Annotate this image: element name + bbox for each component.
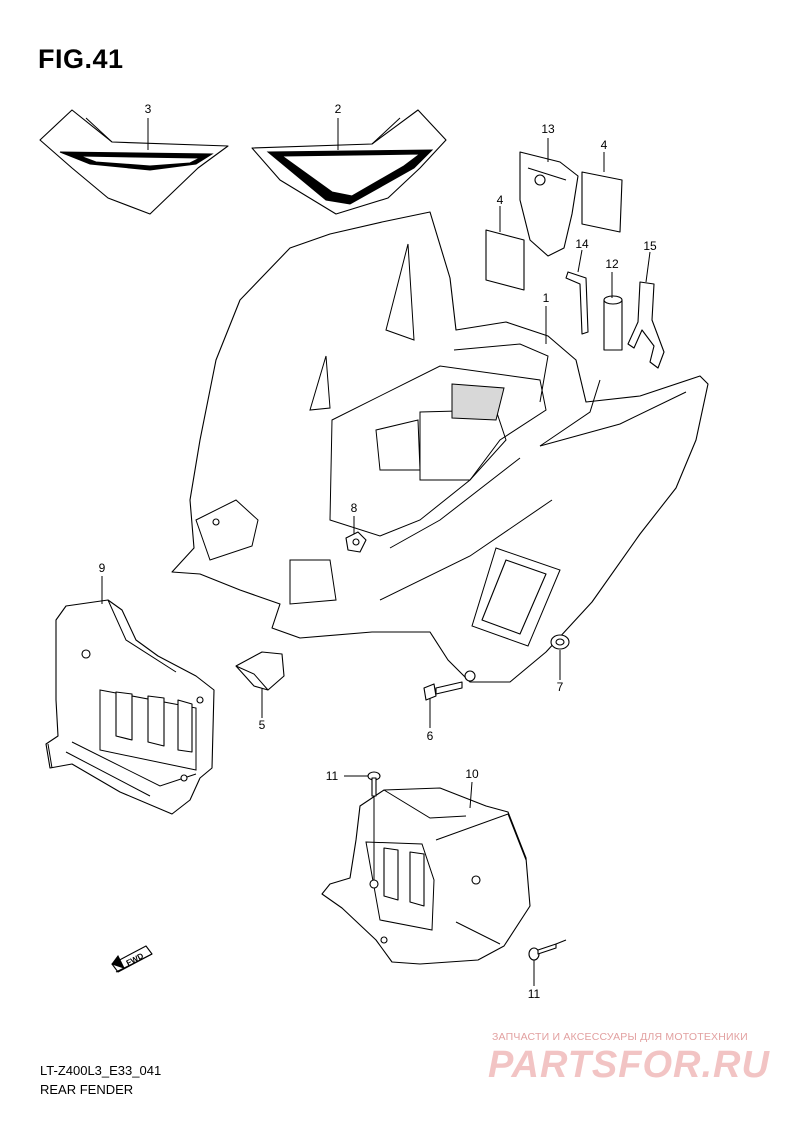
part-9-inner-fender (45, 599, 215, 815)
part-10-inner-guard (321, 787, 531, 965)
callout-15: 15 (643, 239, 657, 253)
part-2-right-decal (251, 109, 447, 215)
watermark-brand: PARTSFOR.RU (488, 1044, 770, 1086)
part-13-tool-bag (519, 151, 579, 257)
figure-title: FIG.41 (38, 44, 124, 74)
part-1-rear-fender (171, 211, 709, 683)
part-3-left-decal (39, 109, 229, 215)
part-12-tool-cylinder (603, 295, 623, 351)
callout-10: 10 (465, 767, 479, 781)
part-11-screw-upper (367, 771, 381, 797)
callout-2: 2 (335, 102, 342, 116)
callout-6: 6 (427, 729, 434, 743)
part-7-grommet (550, 634, 570, 650)
callout-7: 7 (557, 680, 564, 694)
part-4-pad-lower (485, 229, 525, 291)
part-8-clip (345, 531, 367, 553)
callout-13: 13 (541, 122, 555, 136)
figure-code: LT-Z400L3_E33_041 (40, 1063, 162, 1078)
callout-14: 14 (575, 237, 589, 251)
forward-direction-marker: FWD (111, 945, 153, 973)
leader-lines (101, 118, 651, 986)
callout-1: 1 (543, 291, 550, 305)
part-14-hex-wrench (565, 271, 589, 335)
figure-name: REAR FENDER (40, 1082, 134, 1097)
part-6-screw (423, 681, 463, 701)
callout-5: 5 (259, 718, 266, 732)
callout-8: 8 (351, 501, 358, 515)
callout-11-lower: 11 (528, 987, 541, 1001)
callout-4-upper: 4 (601, 138, 608, 152)
part-15-spanner (627, 281, 665, 369)
callout-11-upper: 11 (326, 769, 339, 783)
callout-3: 3 (145, 102, 152, 116)
callout-12: 12 (605, 257, 619, 271)
callout-4-lower: 4 (497, 193, 504, 207)
part-5-cap (235, 651, 285, 691)
callout-labels: 3 2 13 4 4 14 12 15 1 8 9 7 6 5 10 11 11 (99, 102, 657, 1001)
part-4-pad-upper (581, 171, 623, 233)
callout-9: 9 (99, 561, 106, 575)
watermark-tagline: ЗАПЧАСТИ И АКСЕССУАРЫ ДЛЯ МОТОТЕХНИКИ (492, 1031, 748, 1043)
part-11-screw-lower (528, 943, 557, 961)
